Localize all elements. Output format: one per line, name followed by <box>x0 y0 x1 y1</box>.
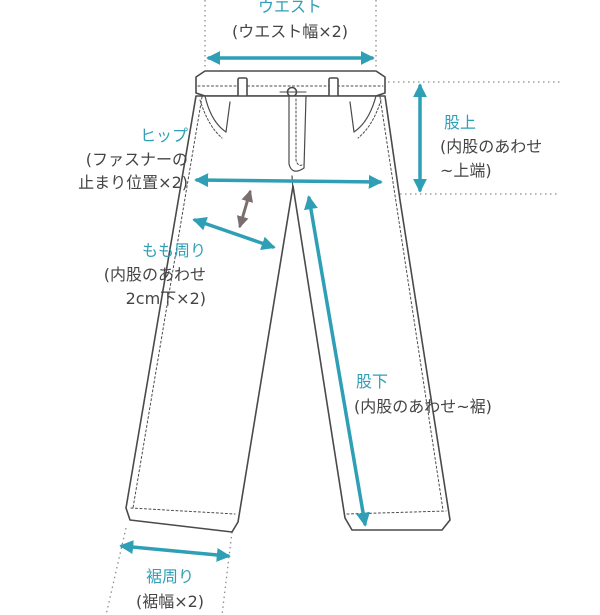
thigh-subtitle-line2: 2cm下×2) <box>125 289 206 308</box>
inseam-subtitle: (内股のあわせ~裾) <box>354 397 492 416</box>
thigh-arrow <box>192 217 276 250</box>
hem-title: 裾周り <box>145 567 194 586</box>
pocket-right <box>349 95 377 133</box>
left-side-stitch <box>132 96 203 509</box>
right-side-stitch <box>379 96 444 511</box>
belt-loop-left <box>237 77 248 99</box>
belt-loop-right <box>328 77 339 99</box>
hem-subtitle: (裾幅×2) <box>135 592 205 611</box>
thigh-offset-marker <box>236 189 254 229</box>
thigh-title: もも周り <box>141 241 206 260</box>
pocket-left <box>204 95 231 133</box>
rise-subtitle-line1: (内股のあわせ <box>440 137 543 156</box>
hip-title: ヒップ <box>139 126 188 145</box>
pocket-right-stitch <box>357 99 382 139</box>
pocket-left-stitch <box>199 99 223 139</box>
hip-subtitle-line1: (ファスナーの <box>85 150 188 169</box>
rise-title: 股上 <box>444 113 477 132</box>
hip-arrow <box>194 173 383 189</box>
fly <box>288 95 307 172</box>
rise-subtitle-line2: ~上端) <box>440 161 492 180</box>
left-hem-stitch <box>130 507 236 515</box>
fly-stitch <box>295 98 305 166</box>
hem-arrow <box>119 540 231 562</box>
hip-subtitle-line2: 止まり位置×2) <box>78 173 188 192</box>
waist-title: ウエスト <box>257 0 322 16</box>
measurement-arrows <box>119 51 427 562</box>
right-hem-stitch <box>346 510 447 515</box>
thigh-subtitle-line1: (内股のあわせ <box>103 265 206 284</box>
inseam-title: 股下 <box>356 372 389 391</box>
inseam-arrow <box>303 195 371 527</box>
guide-lines <box>105 0 560 615</box>
waist-subtitle: (ウエスト幅×2) <box>231 22 349 41</box>
